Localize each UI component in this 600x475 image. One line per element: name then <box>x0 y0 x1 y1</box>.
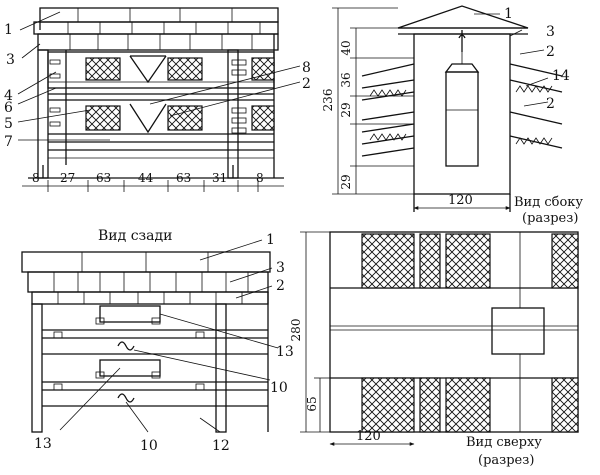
rear-callout: 10 <box>270 380 288 396</box>
side-dim: 29 <box>339 102 353 117</box>
front-dim: 63 <box>96 171 111 185</box>
front-callout: 7 <box>4 134 13 150</box>
top-dim: 120 <box>356 429 381 444</box>
rear-callout: 10 <box>140 438 158 454</box>
rear-callout: 13 <box>276 344 294 360</box>
rear-callout: 13 <box>34 436 52 452</box>
front-dim: 44 <box>138 171 154 185</box>
side-dim: 236 <box>321 89 335 112</box>
front-view: 1 3 4 6 5 7 8 2 8 27 63 44 63 31 8 <box>4 7 311 192</box>
top-dim: 65 <box>305 396 319 411</box>
side-callout: 1 <box>504 6 513 22</box>
front-callout: 3 <box>6 52 15 68</box>
side-caption: (разрез) <box>522 211 578 226</box>
front-callout: 1 <box>4 22 13 38</box>
front-callout: 2 <box>302 76 311 92</box>
front-dim: 27 <box>60 171 75 185</box>
front-callout: 5 <box>4 116 13 132</box>
side-callout: 2 <box>546 44 555 60</box>
side-dim: 36 <box>339 72 353 87</box>
top-dim: 280 <box>289 319 303 342</box>
top-caption: Вид сверху <box>466 435 542 450</box>
side-dim: 29 <box>339 174 353 189</box>
rear-view: Вид сзади <box>21 228 294 454</box>
front-dim: 8 <box>32 171 40 185</box>
rear-callout: 12 <box>212 438 230 454</box>
top-caption: (разрез) <box>478 453 534 468</box>
side-caption: Вид сбоку <box>514 195 583 210</box>
rear-callout: 2 <box>276 278 285 294</box>
front-dim: 8 <box>256 171 264 185</box>
top-view: 280 65 120 Вид сверху (разрез) <box>289 231 579 468</box>
side-callout: 14 <box>552 68 570 84</box>
front-callout: 8 <box>302 60 311 76</box>
side-view: 1 3 2 14 2 40 36 29 29 236 120 Вид сбоку… <box>321 5 583 226</box>
side-callout: 2 <box>546 96 555 112</box>
rear-callout: 3 <box>276 260 285 276</box>
side-callout: 3 <box>546 24 555 40</box>
rear-title: Вид сзади <box>98 228 172 244</box>
front-dim: 31 <box>212 171 227 185</box>
side-dim: 120 <box>448 193 473 208</box>
front-callout: 4 <box>4 88 13 104</box>
front-callout: 6 <box>4 100 13 116</box>
side-dim: 40 <box>339 40 353 55</box>
rear-callout: 1 <box>266 232 275 248</box>
front-dim: 63 <box>176 171 191 185</box>
